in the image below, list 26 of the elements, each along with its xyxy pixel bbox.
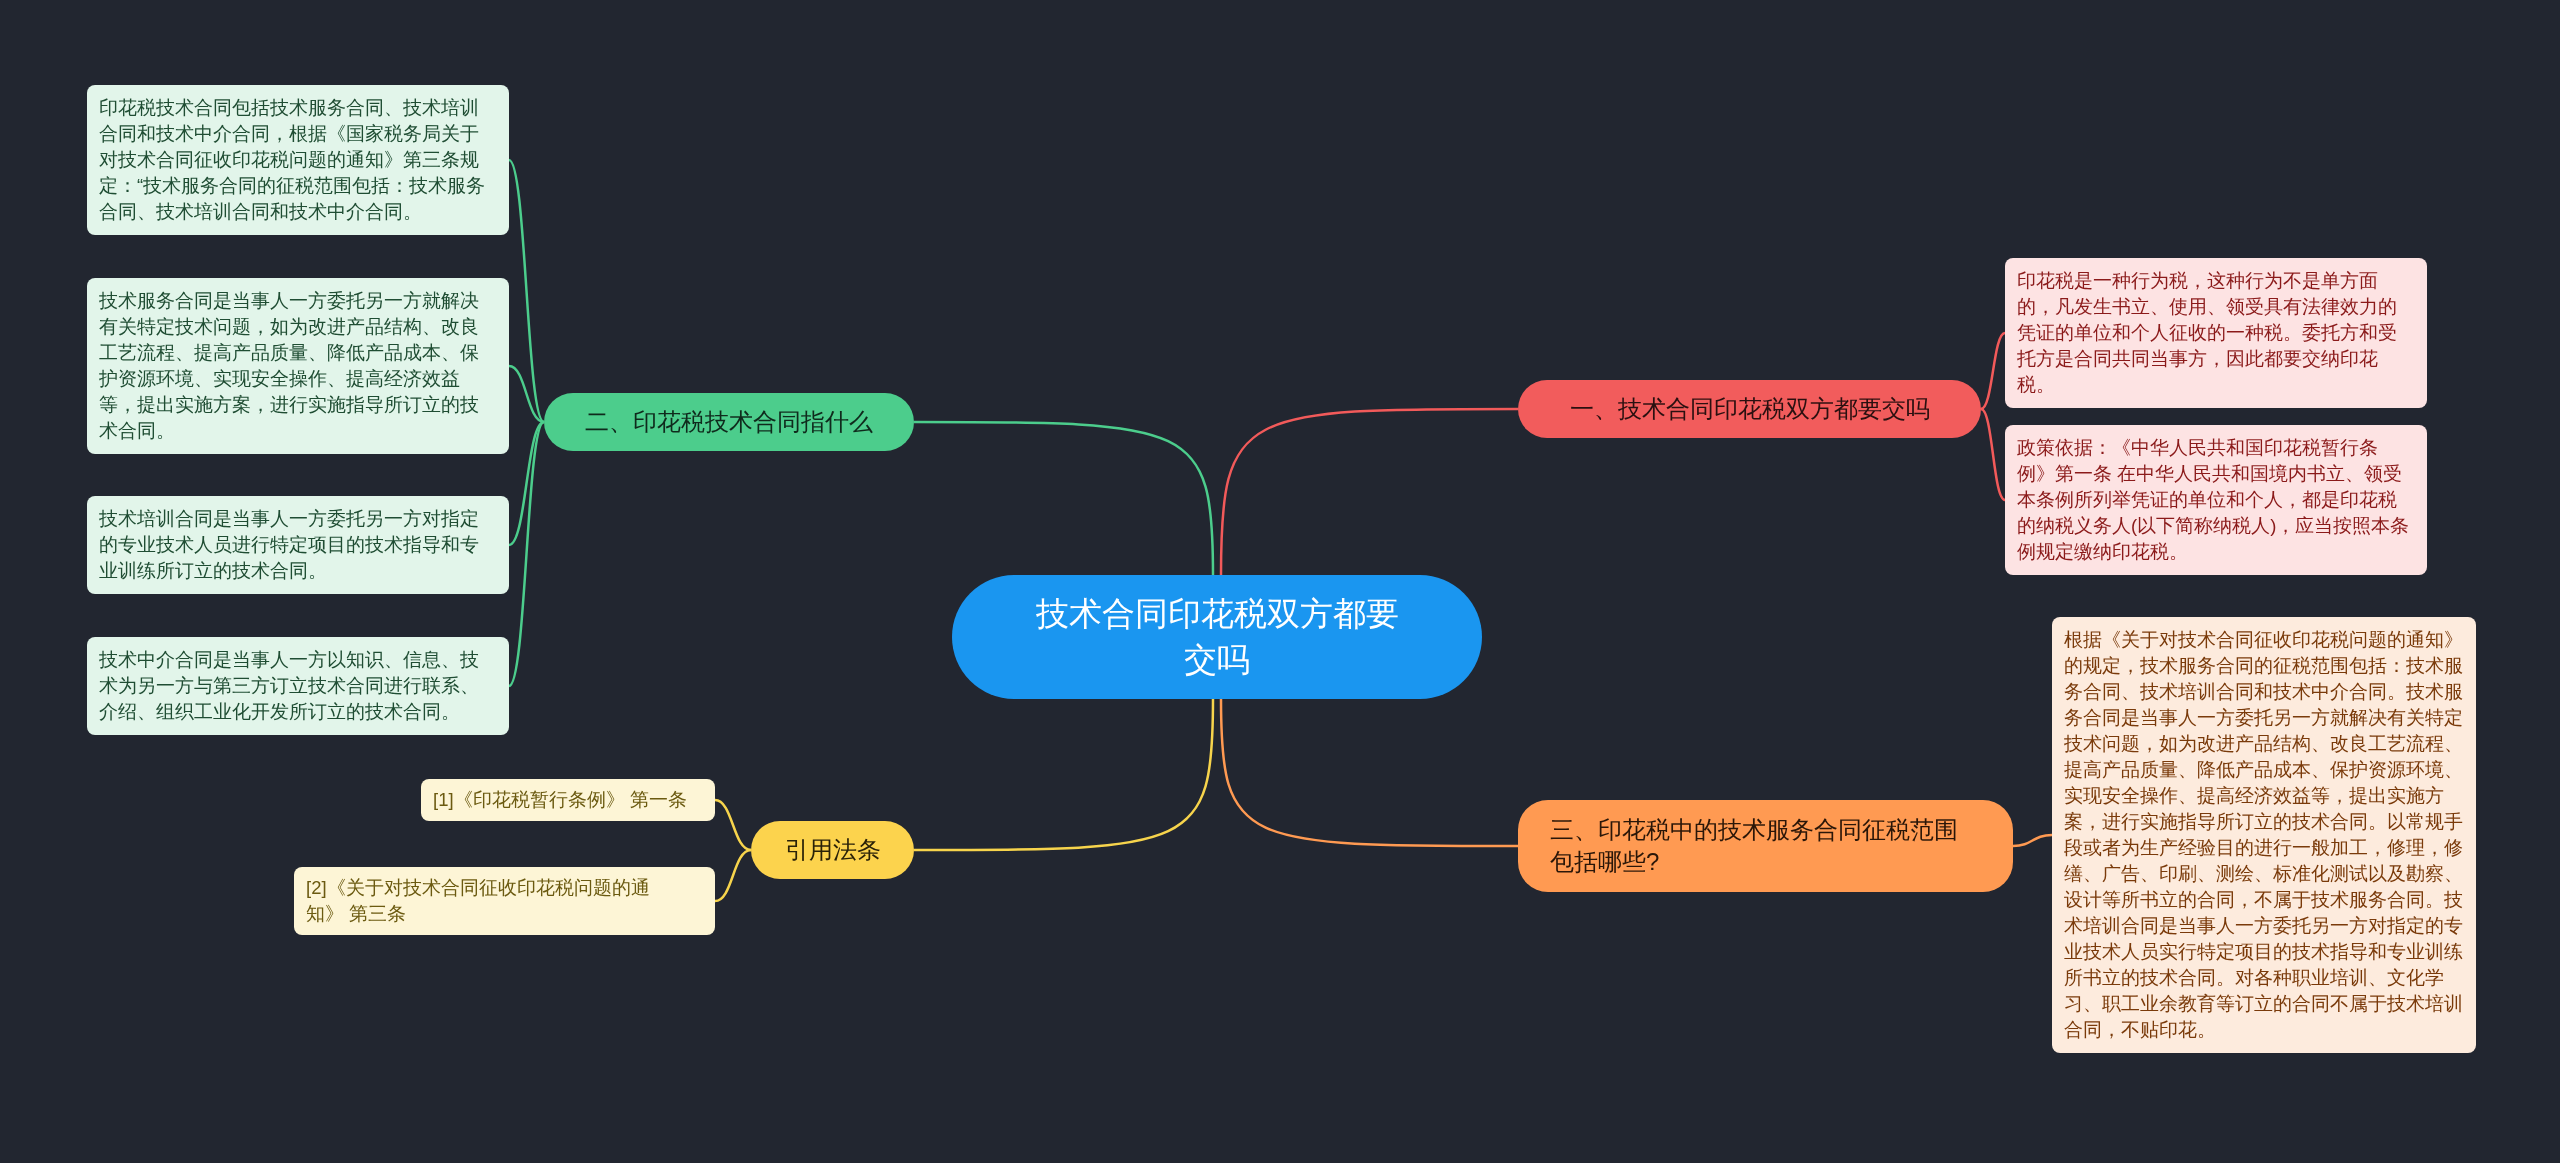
note-card: 印花税技术合同包括技术服务合同、技术培训合同和技术中介合同，根据《国家税务局关于对技术合同征收印花税问题的通知》第三条规定：“技术服务合同的征税范围包括：技术服务合同、技术培训合同和技术中介合同。 — [87, 85, 509, 235]
connector-line — [508, 159, 545, 423]
branch-topic: 三、印花税中的技术服务合同征税范围包括哪些? — [1518, 800, 2013, 892]
connector-line — [714, 798, 752, 852]
connector-line — [2012, 833, 2053, 848]
connector-line — [1980, 331, 2006, 411]
connector-line — [1219, 407, 1518, 575]
note-card: 政策依据：《中华人民共和国印花税暂行条例》第一条 在中华人民共和国境内书立、领受本条例所列举凭证的单位和个人，都是印花税的纳税义务人(以下简称纳税人)，应当按照本条例规定缴纳印花税。 — [2005, 425, 2427, 575]
connector-line — [1219, 698, 1518, 848]
note-card: 技术培训合同是当事人一方委托另一方对指定的专业技术人员进行特定项目的技术指导和专业训练所订立的技术合同。 — [87, 496, 509, 594]
connector-line — [1980, 407, 2006, 502]
branch-topic: 一、技术合同印花税双方都要交吗 — [1518, 380, 1981, 438]
citation-card: [1]《印花税暂行条例》 第一条 — [421, 779, 715, 821]
branch-topic: 二、印花税技术合同指什么 — [544, 393, 914, 451]
citation-card: [2]《关于对技术合同征收印花税问题的通知》 第三条 — [294, 867, 715, 935]
note-card: 根据《关于对技术合同征收印花税问题的通知》的规定，技术服务合同的征税范围包括：技术服务合同、技术培训合同和技术中介合同。技术服务合同是当事人一方委托另一方就解决有关特定技术问题，如为改进产品结构、改良工艺流程、提高产品质量、降低产品成本、保护资源环境、实现安全操作、提高经济效益等，提出实施方案，进行实施指导所订立的技术合同。以常规手段或者为生产经验目的进行一般加工，修理，修缮、广告、印刷、测绘、标准化测试以及勘察、设计等所书立的合同，不属于技术服务合同。技术培训合同是当事人一方委托另一方对指定的专业技术人员实行特定项目的技术指导和专业训练所书立的技术合同。对各种职业培训、文化学习、职工业余教育等订立的合同不属于技术培训合同，不贴印花。 — [2052, 617, 2476, 1053]
connector-line — [508, 364, 545, 424]
note-card: 技术中介合同是当事人一方以知识、信息、技术为另一方与第三方订立技术合同进行联系、介绍、组织工业化开发所订立的技术合同。 — [87, 637, 509, 735]
connector-line — [714, 848, 752, 903]
connector-line — [914, 420, 1215, 576]
central-topic: 技术合同印花税双方都要交吗 — [952, 575, 1482, 699]
note-card: 印花税是一种行为税，这种行为不是单方面的，凡发生书立、使用、领受具有法律效力的凭证的单位和个人征收的一种税。委托方和受托方是合同共同当事方，因此都要交纳印花税。 — [2005, 258, 2427, 408]
connector-line — [508, 421, 545, 687]
branch-topic: 引用法条 — [751, 821, 914, 879]
note-card: 技术服务合同是当事人一方委托另一方就解决有关特定技术问题，如为改进产品结构、改良工艺流程、提高产品质量、降低产品成本、保护资源环境、实现安全操作、提高经济效益等，提出实施方案，进行实施指导所订立的技术合同。 — [87, 278, 509, 454]
connector-line — [914, 698, 1215, 852]
